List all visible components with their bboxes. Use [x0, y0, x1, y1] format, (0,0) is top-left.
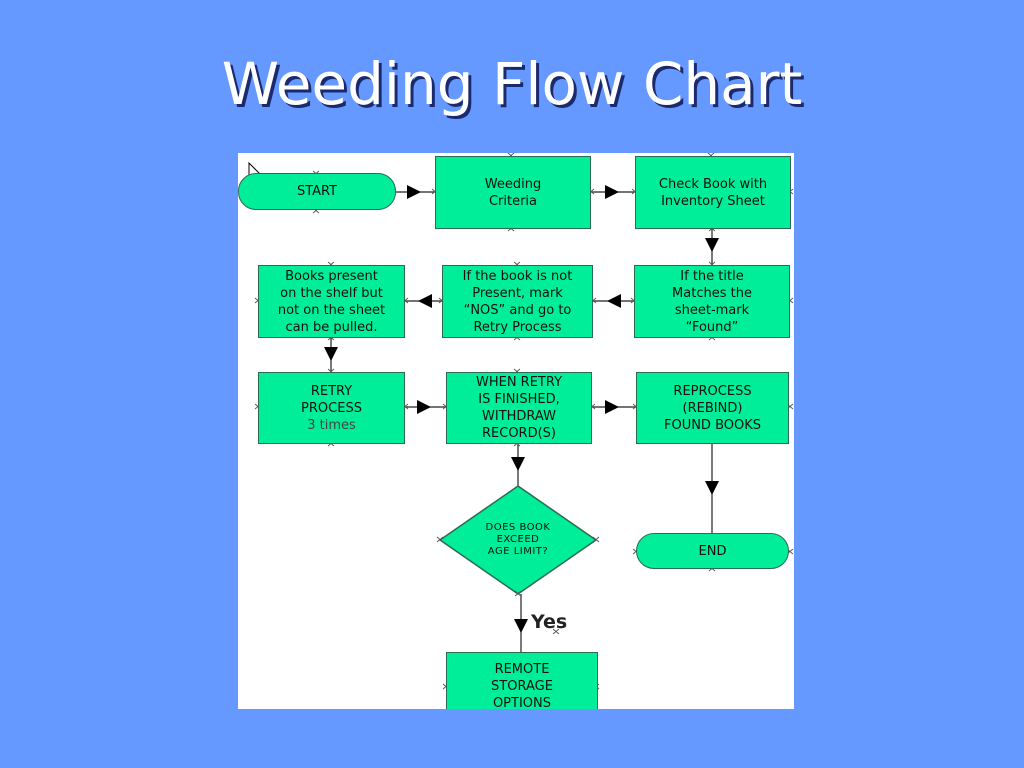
title-matches-node: If the title Matches the sheet-mark “Fou…: [634, 265, 790, 338]
check-book-node: Check Book with Inventory Sheet: [635, 156, 791, 229]
arrowhead-icon: [511, 457, 525, 471]
arrowhead-icon: [705, 481, 719, 495]
retry-process-label: RETRY PROCESS: [301, 383, 362, 416]
arrowhead-icon: [418, 294, 432, 308]
reprocess-node: REPROCESS (REBIND) FOUND BOOKS: [636, 372, 789, 444]
arrowhead-icon: [705, 238, 719, 252]
arrowhead-icon: [407, 185, 421, 199]
arrowhead-icon: [605, 185, 619, 199]
retry-process-node: RETRY PROCESS 3 times: [258, 372, 405, 444]
retry-times-label: 3 times: [307, 417, 356, 433]
start-node: START: [238, 173, 396, 210]
weeding-criteria-node: Weeding Criteria: [435, 156, 591, 229]
books-present-node: Books present on the shelf but not on th…: [258, 265, 405, 338]
connector-layer: [254, 153, 794, 690]
not-present-node: If the book is not Present, mark “NOS” a…: [442, 265, 593, 338]
arrowhead-icon: [514, 619, 528, 633]
flowchart-diagram: START Weeding Criteria Check Book with I…: [238, 153, 794, 709]
age-limit-label: DOES BOOK EXCEED AGE LIMIT?: [485, 522, 551, 557]
withdraw-records-node: WHEN RETRY IS FINISHED, WITHDRAW RECORD(…: [446, 372, 592, 444]
arrowhead-icon: [417, 400, 431, 414]
remote-storage-node: REMOTE STORAGE OPTIONS: [446, 652, 598, 709]
arrowhead-icon: [324, 347, 338, 361]
end-node: END: [636, 533, 789, 569]
arrowhead-icon: [607, 294, 621, 308]
slide-title: Weeding Flow Chart: [221, 50, 803, 118]
arrowhead-icon: [605, 400, 619, 414]
yes-edge-label: Yes: [531, 611, 568, 633]
